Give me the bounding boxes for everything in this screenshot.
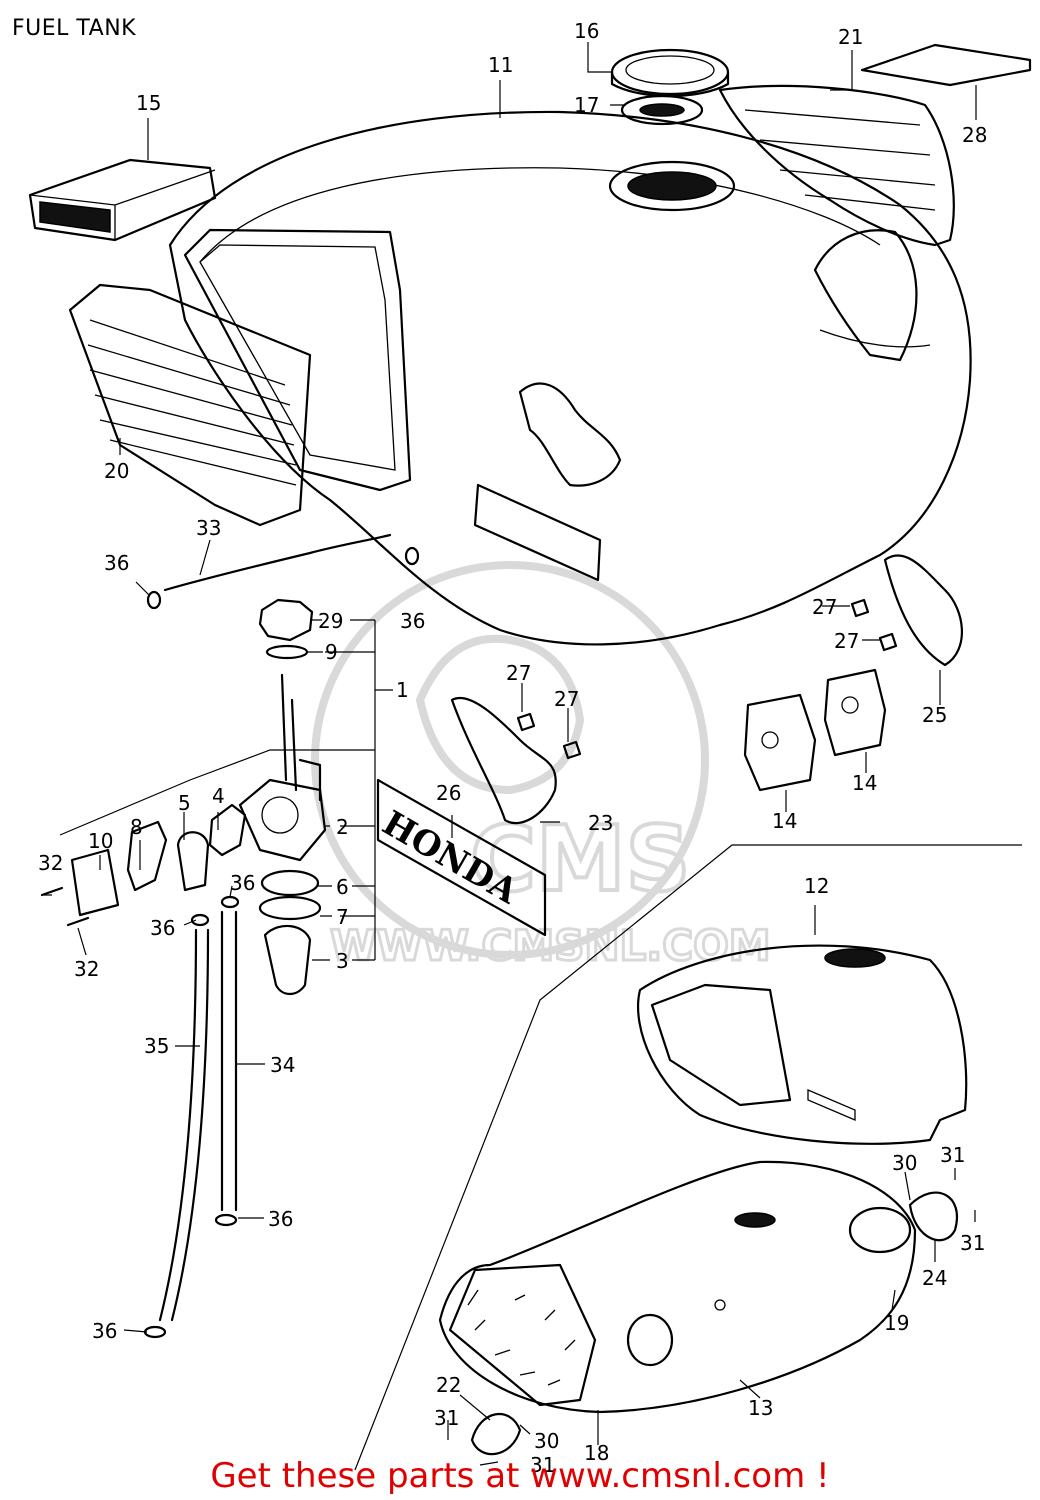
callout-21: 21 [838,25,863,49]
knee-grip-rubber [68,283,312,527]
section-divider [354,844,1022,1471]
fuel-cock-body [238,778,327,862]
callout-5: 5 [178,791,191,815]
callout-27a: 27 [506,661,531,685]
filler-cap [610,48,730,126]
screws [40,886,90,927]
callout-31c: 31 [434,1406,459,1430]
fuel-tube-left [158,928,210,1322]
callout-11: 11 [488,53,513,77]
callout-29: 29 [318,609,343,633]
tube-clips [143,546,420,1339]
rubber-cushion [28,158,217,242]
callout-34: 34 [270,1053,295,1077]
callout-3: 3 [336,949,349,973]
callout-15: 15 [136,91,161,115]
wing-badge [450,697,557,825]
callout-35: 35 [144,1034,169,1058]
callout-28: 28 [962,123,987,147]
callout-30b: 30 [534,1429,559,1453]
footer-link-text[interactable]: Get these parts at www.cmsnl.com ! [210,1456,830,1496]
callout-27c: 27 [812,595,837,619]
seat-plate [860,43,1032,87]
callout-14b: 14 [852,771,877,795]
sediment-cup [263,924,312,996]
callout-4: 4 [212,784,225,808]
lever-plate [70,848,120,917]
callout-26: 26 [436,781,461,805]
callout-36b: 36 [400,609,425,633]
callout-36a: 36 [104,551,129,575]
callout-25: 25 [922,703,947,727]
fuel-tank-tourer [438,1160,917,1414]
callout-14a: 14 [772,809,797,833]
callout-27d: 27 [834,629,859,653]
breather-tube [163,533,392,592]
callout-27b: 27 [554,687,579,711]
callout-19: 19 [884,1311,909,1335]
callout-2: 2 [336,815,349,839]
watermark-ring [311,561,709,959]
callout-12: 12 [804,874,829,898]
callout-20: 20 [104,459,129,483]
page-title: FUEL TANK [12,16,137,41]
fuel-strainer [208,803,247,857]
tank-cushions [743,668,887,792]
callout-32b: 32 [74,957,99,981]
callout-36e: 36 [268,1207,293,1231]
callout-36c: 36 [150,916,175,940]
cover-plate [908,1191,958,1242]
fuel-cock-oring [265,644,309,660]
callout-31a: 31 [940,1143,965,1167]
callout-33: 33 [196,516,221,540]
fuel-tank-main [168,110,972,646]
callout-6: 6 [336,875,349,899]
assembly-bracket-lines [59,619,393,961]
callout-31d: 31 [530,1453,555,1477]
cap-plate [470,1412,522,1456]
callout-8: 8 [130,815,143,839]
filler-neck [608,160,736,212]
callout-9: 9 [325,640,338,664]
callout-31b: 31 [960,1231,985,1255]
callout-36d: 36 [230,871,255,895]
tank-emblem-plate [473,483,602,582]
callout-24: 24 [922,1266,947,1290]
tank-wing-badge-mount [518,382,622,487]
fuel-cock-nut [258,598,314,642]
callout-18: 18 [584,1441,609,1465]
watermark-url-text: WWW.CMSNL.COM [330,921,771,970]
callout-1: 1 [396,678,409,702]
fuel-tube-right [220,910,238,1212]
packing [126,820,168,892]
callout-23: 23 [588,811,613,835]
callout-10: 10 [88,829,113,853]
lever [176,831,210,892]
callout-30a: 30 [892,1151,917,1175]
callout-36f: 36 [92,1319,117,1343]
callout-labels: 16 11 21 15 17 28 20 33 36 36 29 9 1 27 … [38,19,987,1477]
fuel-cock-assembly [70,598,327,996]
callout-22: 22 [436,1373,461,1397]
callout-16: 16 [574,19,599,43]
watermark-logo-text: CMS [470,807,690,912]
fuel-tank-alt [637,944,968,1145]
rear-emblem [883,554,963,667]
watermark: CMS WWW.CMSNL.COM [311,561,772,972]
seat-pad [718,84,955,247]
callout-13: 13 [748,1396,773,1420]
callout-7: 7 [336,905,349,929]
leader-lines [42,42,977,1466]
callout-17: 17 [574,93,599,117]
callout-32a: 32 [38,851,63,875]
watermark-face [415,634,585,795]
grommets [516,598,898,760]
